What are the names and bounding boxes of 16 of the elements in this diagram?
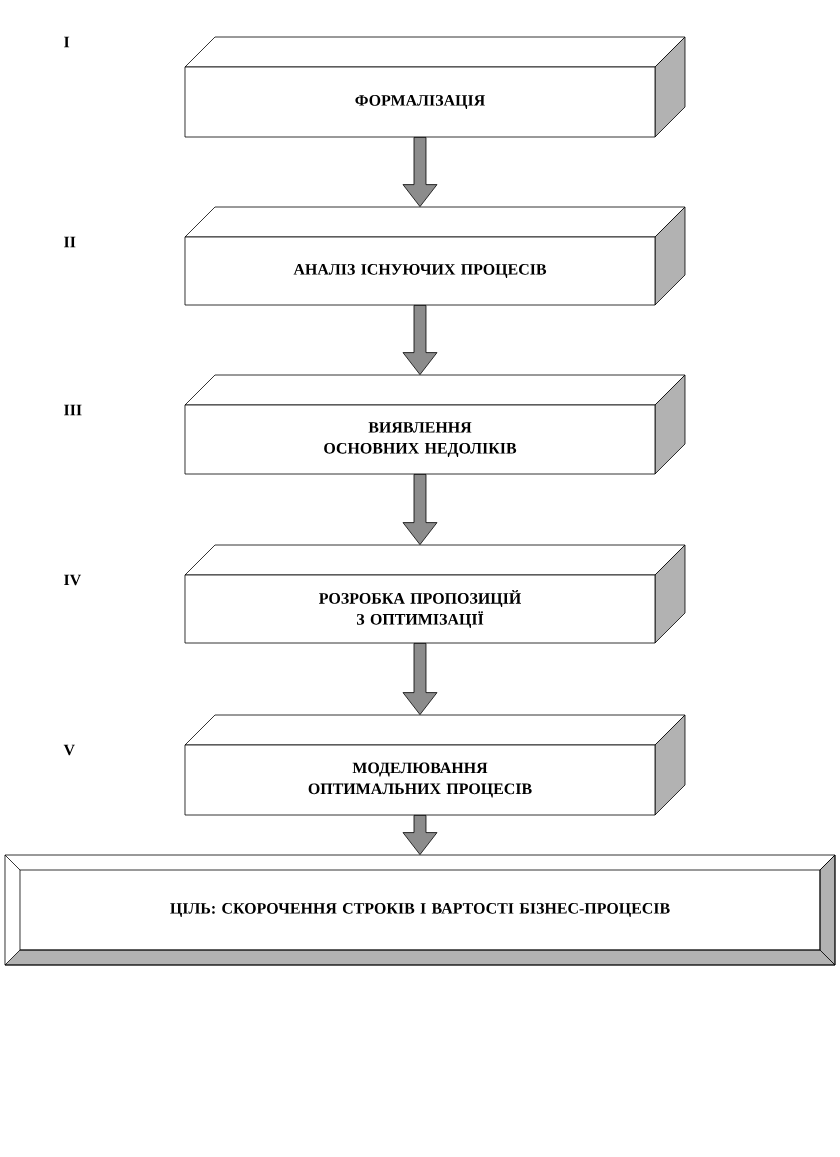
process-box: АНАЛІЗ ІСНУЮЧИХ ПРОЦЕСІВ <box>184 206 686 306</box>
arrow <box>402 474 438 545</box>
arrow <box>402 815 438 855</box>
goal-box: ЦІЛЬ: СКОРОЧЕННЯ СТРОКІВ І ВАРТОСТІ БІЗНЕС-ПРОЦЕСІВ <box>4 854 836 966</box>
process-box: МОДЕЛЮВАННЯ ОПТИМАЛЬНИХ ПРОЦЕСІВ <box>184 714 686 816</box>
process-box: РОЗРОБКА ПРОПОЗИЦІЙ З ОПТИМІЗАЦІЇ <box>184 544 686 644</box>
arrow <box>402 305 438 375</box>
step-number: V <box>63 744 75 756</box>
step-number: II <box>64 236 76 248</box>
step-number: I <box>64 36 70 48</box>
process-box: ВИЯВЛЕННЯ ОСНОВНИХ НЕДОЛІКІВ <box>184 374 686 475</box>
step-number: IV <box>64 574 82 586</box>
step-number: III <box>64 404 82 416</box>
arrow <box>402 643 438 715</box>
arrow <box>402 137 438 207</box>
process-box: ФОРМАЛІЗАЦІЯ <box>184 36 686 138</box>
